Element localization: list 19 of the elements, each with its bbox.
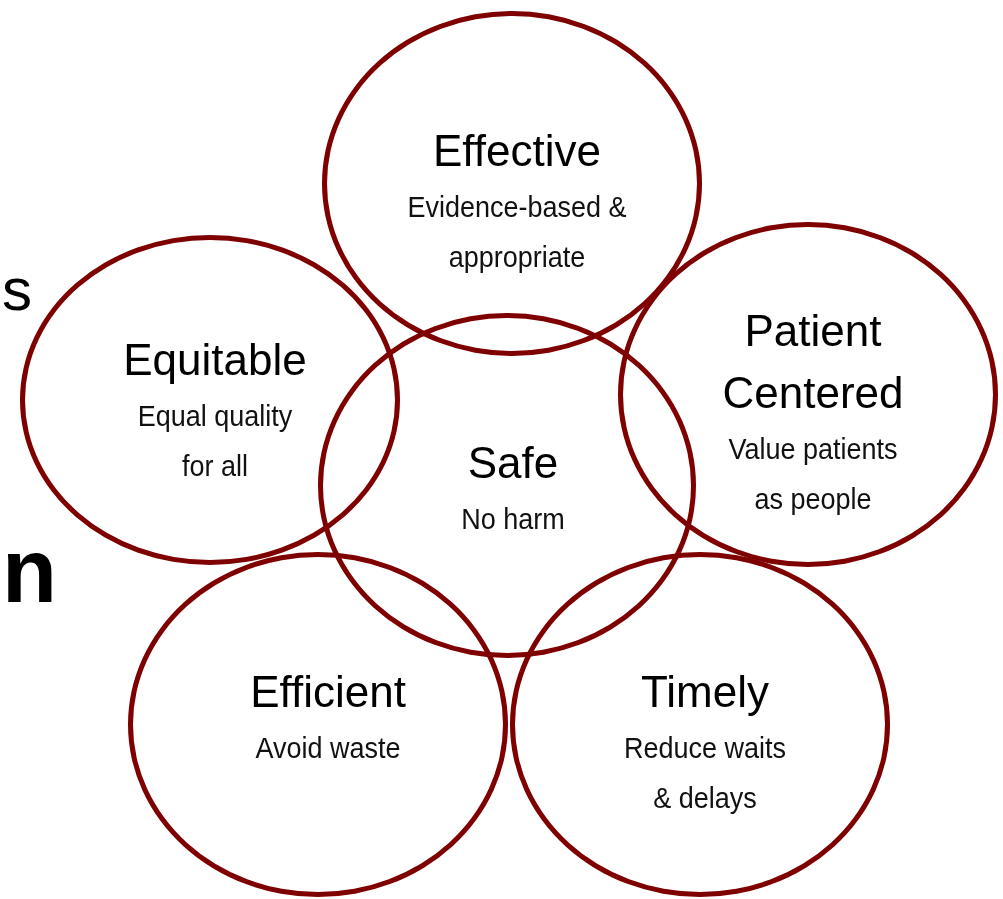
circle-description: Equal quality for all — [136, 398, 294, 484]
text-fragment: s — [2, 255, 32, 324]
circle-title: Efficient — [249, 666, 407, 718]
quality-circle — [128, 552, 508, 897]
circle-description: Value patients as people — [727, 431, 899, 517]
circle-title: Safe — [466, 437, 560, 489]
quality-circle — [618, 222, 998, 567]
text-fragment: n — [2, 520, 57, 623]
circle-title: Timely — [640, 666, 770, 718]
circle-title: Effective — [432, 125, 602, 177]
circle-description: Evidence-based & appropriate — [406, 189, 628, 275]
circle-description: Reduce waits & delays — [622, 730, 788, 816]
circle-description: No harm — [460, 501, 566, 537]
quality-circle — [510, 552, 890, 897]
quality-circle — [318, 313, 696, 658]
circle-title: Patient Centered — [721, 305, 905, 419]
circle-description: Avoid waste — [254, 730, 402, 766]
circle-title: Equitable — [122, 334, 308, 386]
quality-circle — [322, 11, 702, 356]
